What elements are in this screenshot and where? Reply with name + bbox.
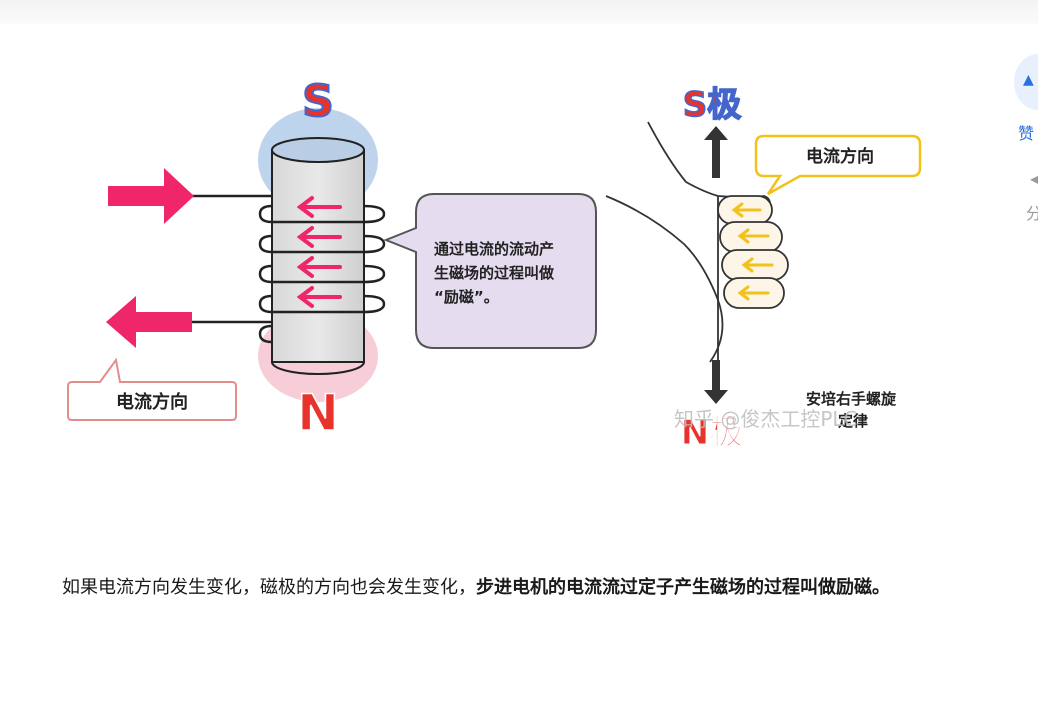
finger-current-arrows (731, 202, 774, 301)
input-current-arrow (108, 168, 194, 224)
current-direction-callout (67, 357, 237, 421)
hand-current-callout (754, 134, 922, 196)
share-caret-icon[interactable]: ◀ (1030, 172, 1038, 186)
core-bottom-edge (271, 361, 365, 375)
zhihu-watermark: 知乎 @俊杰工控PLC (674, 407, 858, 431)
bubble-line-3: “励磁”。 (434, 288, 499, 306)
like-label[interactable]: 赞 (1018, 124, 1035, 143)
right-action-rail: ▲ 赞 ◀ 分 (1000, 40, 1038, 240)
paragraph-normal-text: 如果电流方向发生变化，磁极的方向也会发生变化， (62, 577, 476, 598)
upvote-caret-icon[interactable]: ▲ (1023, 72, 1034, 88)
right-hand-outline (605, 121, 771, 364)
share-label[interactable]: 分 (1026, 204, 1038, 223)
coil-loops (258, 204, 386, 344)
current-direction-label: 电流方向 (116, 391, 188, 413)
iron-core (271, 149, 365, 363)
field-direction-arrows (704, 126, 728, 404)
core-current-arrows (296, 196, 342, 308)
south-pole-label: S极 (683, 85, 742, 125)
south-pole-letter: S (302, 76, 334, 127)
browser-top-strip (0, 0, 1038, 24)
output-current-arrow (106, 296, 192, 348)
ampere-rule-line-1: 安培右手螺旋 (806, 390, 897, 408)
ampere-rule-line-2: 定律 (838, 412, 868, 430)
curled-fingers (717, 195, 789, 309)
north-pole-label: N极 (681, 413, 743, 453)
hand-current-label: 电流方向 (806, 146, 874, 167)
bubble-line-2: 生磁场的过程叫做 (434, 264, 555, 282)
article-paragraph: 如果电流方向发生变化，磁极的方向也会发生变化，步进电机的电流流过定子产生磁场的过… (62, 572, 942, 603)
north-pole-letter: N (297, 384, 339, 442)
stepper-excitation-figure: S N 电流方向 通过电流的流动产 生磁场的过程叫做 “励磁”。 (64, 64, 926, 456)
figure-svg: S N 电流方向 通过电流的流动产 生磁场的过程叫做 “励磁”。 (67, 75, 922, 454)
excitation-bubble (383, 193, 597, 349)
paragraph-bold-text: 步进电机的电流流过定子产生磁场的过程叫做励磁。 (476, 577, 890, 598)
core-top-face (271, 137, 365, 163)
bubble-line-1: 通过电流的流动产 (434, 240, 554, 258)
